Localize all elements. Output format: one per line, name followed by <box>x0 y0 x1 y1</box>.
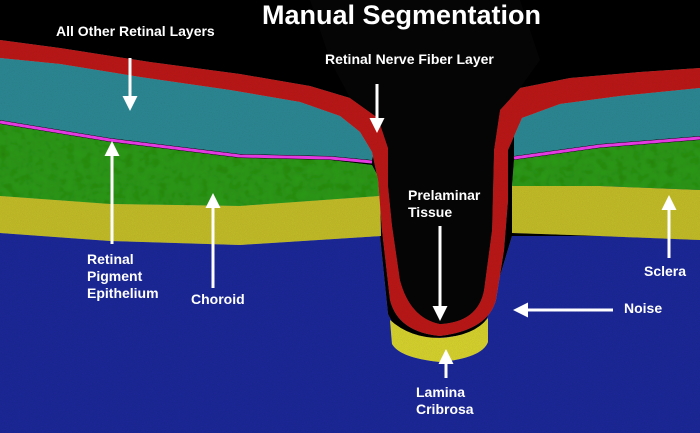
label-rpe-line3: Epithelium <box>87 285 159 301</box>
label-all-other-retinal-layers: All Other Retinal Layers <box>56 23 215 39</box>
label-rpe-line1: Retinal <box>87 251 134 267</box>
label-rpe-line2: Pigment <box>87 268 143 284</box>
label-prelaminar-line1: Prelaminar <box>408 187 481 203</box>
label-lamina-line2: Cribrosa <box>416 401 474 417</box>
label-sclera: Sclera <box>644 263 687 279</box>
label-noise: Noise <box>624 300 663 316</box>
prelaminar-region <box>310 0 540 324</box>
figure-title: Manual Segmentation <box>262 0 542 30</box>
label-retinal-nerve-fiber-layer: Retinal Nerve Fiber Layer <box>325 51 494 67</box>
rpe-line <box>0 120 700 164</box>
label-prelaminar-line2: Tissue <box>408 204 453 220</box>
noise-region <box>0 232 700 433</box>
label-choroid: Choroid <box>191 291 245 307</box>
choroid-region <box>0 124 700 206</box>
sclera-region <box>0 185 700 245</box>
label-lamina-line1: Lamina <box>416 384 466 400</box>
lamina-cribrosa-region <box>390 318 488 362</box>
rnfl-region <box>0 40 700 336</box>
annotation-arrows <box>104 58 677 378</box>
